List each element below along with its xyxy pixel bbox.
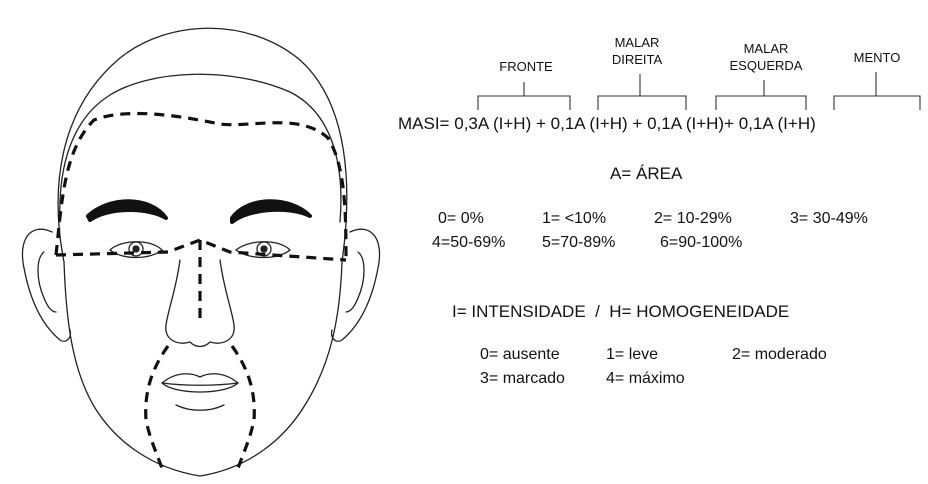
area-score: 1= <10% — [542, 210, 606, 228]
formula-prefix: MASI= — [398, 114, 450, 133]
formula-plus: + — [632, 114, 642, 133]
area-score: 0= 0% — [438, 210, 484, 228]
bracket-mento — [834, 72, 920, 110]
area-score: 4=50-69% — [432, 234, 505, 252]
intensity-score: 1= leve — [606, 346, 658, 364]
formula-term-malar-direita: 0,1A (I+H) — [551, 114, 628, 133]
intensity-score: 4= máximo — [606, 370, 685, 388]
intensity-score: 2= moderado — [732, 346, 827, 364]
bracket-malar-direita — [598, 74, 686, 110]
formula-plus: + — [536, 114, 546, 133]
formula-term-fronte: 0,3A (I+H) — [454, 114, 531, 133]
bracket-fronte — [478, 82, 570, 110]
area-score: 2= 10-29% — [654, 210, 732, 228]
intensity-heading: I= INTENSIDADE / H= HOMOGENEIDADE — [452, 302, 789, 322]
area-score: 6=90-100% — [660, 234, 742, 252]
area-heading: A= ÁREA — [610, 164, 682, 184]
area-score: 3= 30-49% — [790, 210, 868, 228]
bracket-malar-esquerda — [716, 80, 806, 110]
formula-term-malar-esquerda: 0,1A (I+H)+ — [647, 114, 734, 133]
area-score: 5=70-89% — [542, 234, 615, 252]
intensity-score: 0= ausente — [480, 346, 560, 364]
formula-term-mento: 0,1A (I+H) — [739, 114, 816, 133]
intensity-score: 3= marcado — [480, 370, 565, 388]
masi-formula: MASI= 0,3A (I+H) + 0,1A (I+H) + 0,1A (I+… — [398, 114, 816, 134]
